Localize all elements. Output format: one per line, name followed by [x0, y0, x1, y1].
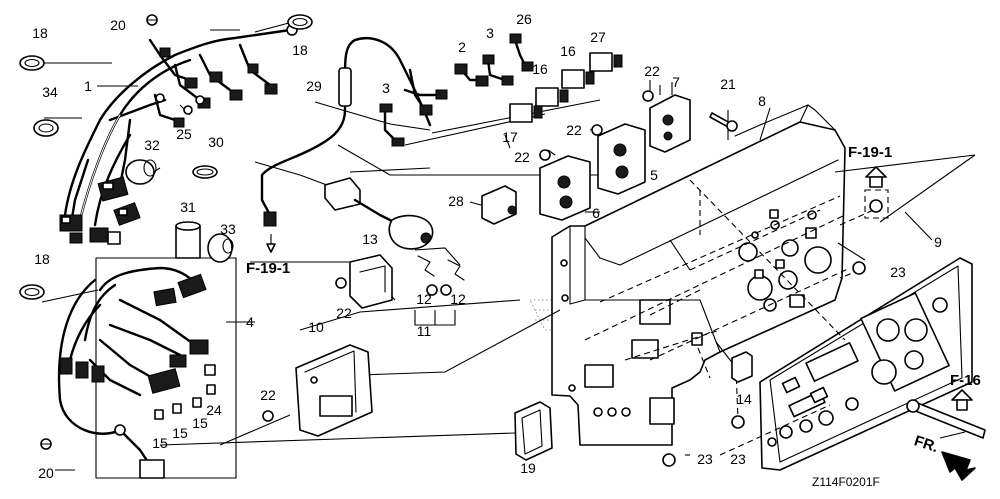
components-misc [295, 177, 753, 461]
callout-27: 27 [590, 29, 606, 45]
callout-7: 7 [672, 74, 680, 90]
callout-2: 2 [458, 39, 466, 55]
callout-18a: 18 [32, 25, 48, 41]
callout-18b: 18 [292, 42, 308, 58]
circuit-breakers [509, 52, 623, 123]
callout-23b: 23 [697, 451, 713, 467]
ref-f19-upper: F-19-1 [848, 144, 892, 161]
callout-11: 11 [417, 323, 432, 339]
callout-14: 14 [736, 391, 752, 407]
callout-22e: 22 [260, 387, 276, 403]
callout-3a: 3 [486, 25, 494, 41]
alignment-lines [584, 179, 879, 456]
reference-labels: F-19-1 F-19-1 F-16 FR. Z114F0201F [246, 144, 981, 489]
callout-30: 30 [208, 134, 224, 150]
leader-lines [41, 19, 976, 471]
ref-f19-left: F-19-1 [246, 260, 290, 277]
callout-26: 26 [516, 11, 532, 27]
callout-31: 31 [180, 199, 196, 215]
callout-labels: 1 2 3 3 4 5 6 7 8 9 10 11 12 12 13 14 15… [32, 11, 942, 481]
callout-12a: 12 [416, 291, 432, 307]
callout-22a: 22 [644, 63, 660, 79]
callout-23a: 23 [890, 264, 906, 280]
callout-25: 25 [176, 126, 192, 142]
bolts-screws [40, 14, 986, 467]
callout-29: 29 [306, 78, 322, 94]
callout-16b: 16 [560, 43, 576, 59]
ref-f16: F-16 [950, 372, 981, 389]
wire-harness-main [59, 24, 298, 245]
cable-clamps [19, 14, 313, 300]
callout-20a: 20 [110, 17, 126, 33]
callout-15c: 15 [192, 415, 208, 431]
callout-1: 1 [84, 78, 92, 94]
callout-3b: 3 [382, 80, 390, 96]
callout-21: 21 [720, 76, 736, 92]
callout-33: 33 [220, 221, 236, 237]
wire-leads [379, 33, 534, 147]
callout-18c: 18 [34, 251, 50, 267]
receptacles [539, 94, 691, 221]
callout-16a: 16 [532, 61, 548, 77]
callout-9: 9 [934, 234, 942, 250]
callout-8: 8 [758, 93, 766, 109]
callout-22c: 22 [514, 149, 530, 165]
callout-13: 13 [362, 231, 378, 247]
callout-17: 17 [502, 129, 518, 145]
callout-4: 4 [246, 314, 254, 330]
callout-10: 10 [308, 319, 324, 335]
diagram-code: Z114F0201F [812, 475, 880, 489]
callout-22d: 22 [336, 305, 352, 321]
cable-29 [260, 37, 433, 227]
callout-12b: 12 [450, 291, 466, 307]
callout-24: 24 [206, 402, 222, 418]
callout-15b: 15 [172, 425, 188, 441]
callout-22b: 22 [566, 122, 582, 138]
reference-arrows [266, 166, 976, 481]
callout-15a: 15 [152, 435, 168, 451]
callout-20b: 20 [38, 465, 54, 481]
wire-harness-sub [57, 257, 237, 479]
callout-23c: 23 [730, 451, 746, 467]
face-plate [759, 257, 973, 471]
callout-34: 34 [42, 84, 58, 100]
callout-5: 5 [650, 167, 658, 183]
callout-19: 19 [520, 460, 536, 476]
callout-6: 6 [592, 205, 600, 221]
callout-32: 32 [144, 137, 160, 153]
ref-front: FR. [912, 432, 940, 456]
callout-28: 28 [448, 193, 464, 209]
ferrite-cores [125, 159, 234, 263]
